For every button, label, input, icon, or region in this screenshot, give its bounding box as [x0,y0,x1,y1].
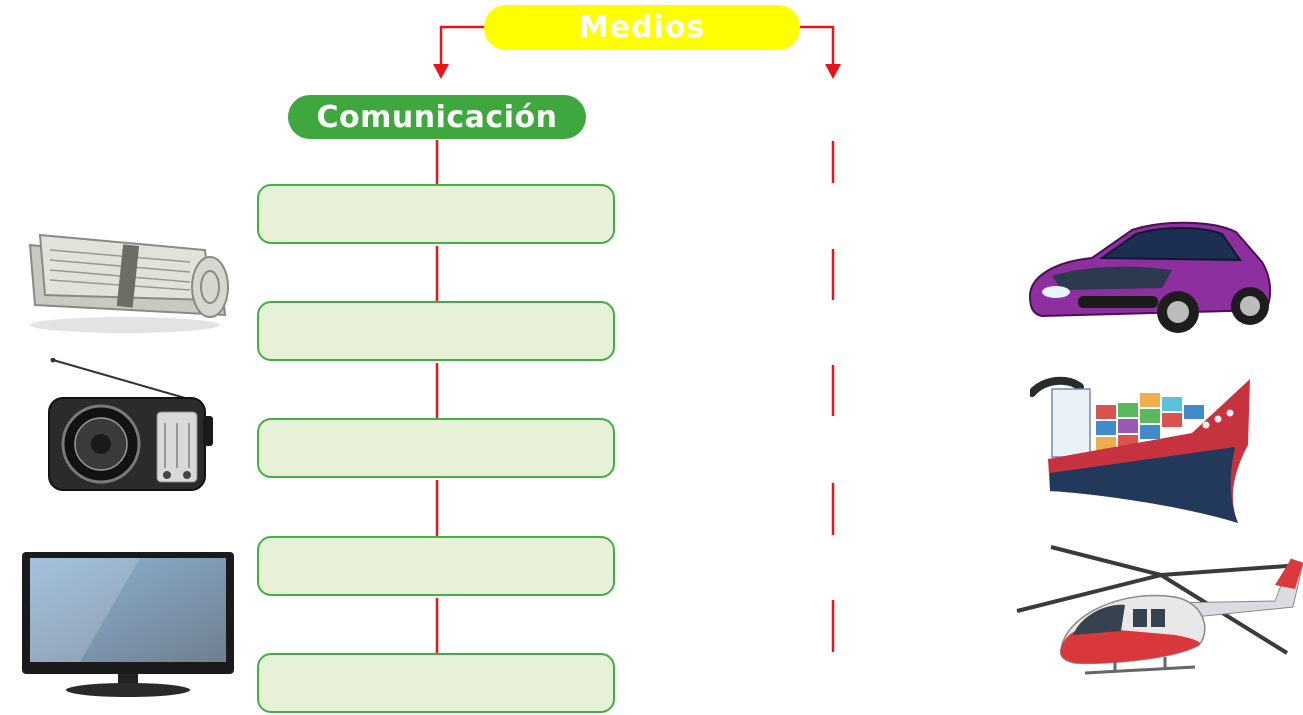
answer-box-2[interactable] [257,301,615,361]
arrow-head-icon [825,64,841,79]
ship-icon [1030,376,1250,523]
answer-box-3[interactable] [257,418,615,478]
left-connector [439,25,484,65]
answer-box-5[interactable] [257,653,615,713]
answer-box-1[interactable] [257,184,615,244]
branch-node-comunicacion: Comunicación [288,95,586,139]
car-icon [1028,221,1272,333]
helicopter-icon [1016,545,1303,675]
answer-box-4[interactable] [257,536,615,596]
root-node: Medios [484,5,800,50]
newspaper-icon [28,233,229,333]
right-connector [800,25,835,65]
radio-icon [48,358,213,491]
television-icon [22,552,234,697]
arrow-head-icon [433,64,449,79]
